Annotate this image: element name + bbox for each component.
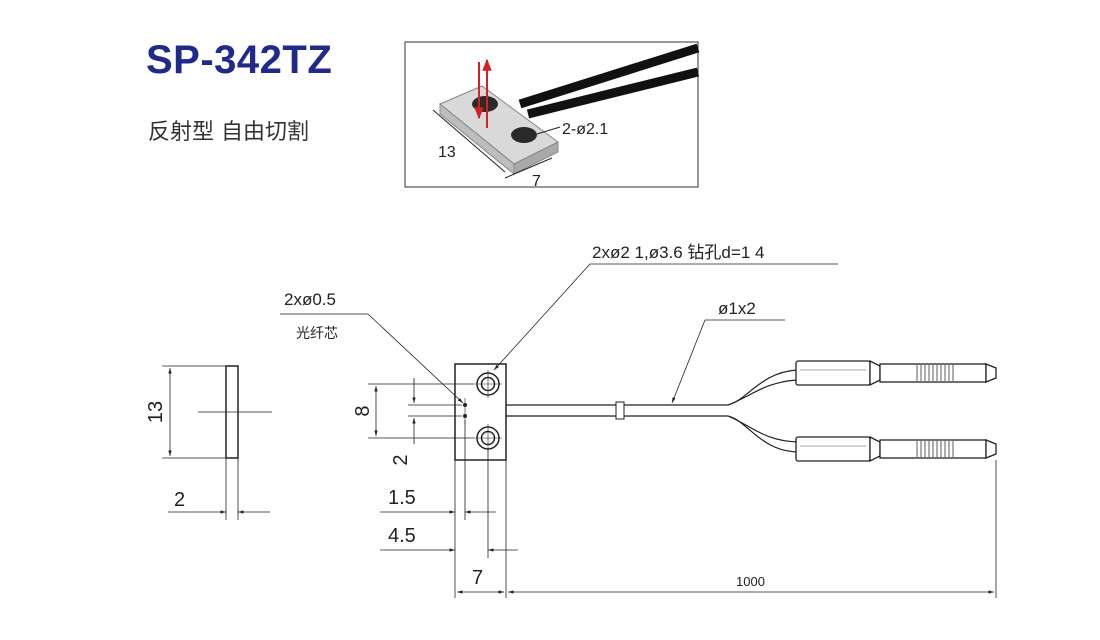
model-title: SP-342TZ — [146, 38, 333, 82]
core-note: 光纤芯 — [296, 325, 338, 341]
mount-hole-label: 2xø2 1,ø3.6 钻孔d=1 4 — [592, 243, 764, 262]
leader-lines — [280, 263, 838, 404]
core-offset-dim: 1.5 — [388, 487, 416, 509]
width-dim: 7 — [472, 567, 483, 589]
side-view — [162, 365, 272, 520]
hole-offset-dim: 4.5 — [388, 525, 416, 547]
sensor-head — [454, 363, 507, 461]
cable-label: ø1x2 — [718, 299, 756, 318]
product-photo — [404, 41, 700, 188]
front-dimensions — [368, 378, 997, 598]
pitch-dim: 8 — [352, 405, 374, 416]
model-description: 反射型 自由切割 — [148, 120, 309, 145]
core-label: 2xø0.5 — [284, 290, 336, 309]
fiber-cable — [506, 369, 799, 453]
edge-dim: 2 — [390, 454, 412, 465]
connector-lower — [795, 435, 997, 463]
side-height-dim: 13 — [145, 401, 167, 423]
connector-upper — [795, 359, 997, 387]
photo-length-label: 13 — [438, 144, 456, 161]
photo-hole-label: 2-ø2.1 — [562, 121, 608, 138]
cable-length-dim: 1000 — [736, 574, 765, 589]
side-thickness-dim: 2 — [174, 489, 185, 511]
photo-width-label: 7 — [532, 173, 541, 190]
